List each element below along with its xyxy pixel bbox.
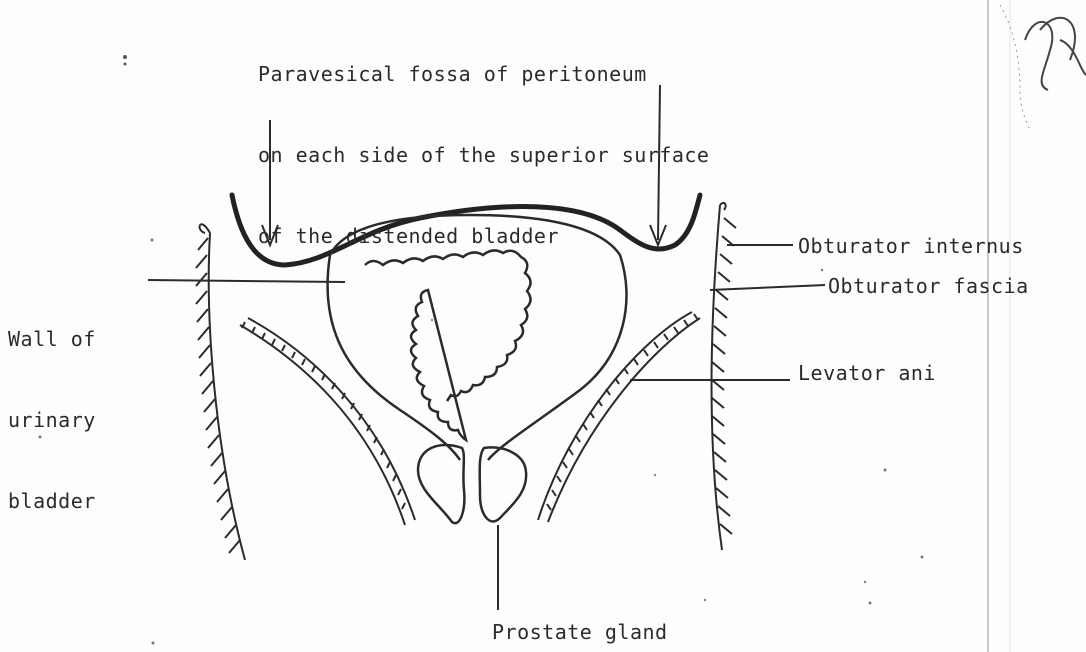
speck: [704, 599, 706, 601]
speck: [884, 469, 887, 472]
levator-ani-right: [538, 312, 700, 522]
obturator-internus-left: [196, 224, 245, 560]
speck: [869, 602, 872, 605]
leader-obturator-fascia: [710, 285, 825, 290]
label-line: urinary: [8, 407, 96, 434]
levator-ani-left: [240, 318, 415, 525]
label-prostate-gland: Prostate gland: [492, 619, 668, 646]
label-line: on each side of the superior surface: [258, 142, 709, 169]
obturator-internus-right: [712, 203, 736, 550]
speck: [864, 581, 866, 583]
speck: [124, 63, 127, 66]
label-line: Paravesical fossa of peritoneum: [258, 61, 709, 88]
label-line: Wall of: [8, 326, 96, 353]
prostate-right-lobe: [480, 447, 526, 521]
speck: [821, 269, 823, 271]
label-paravesical-fossa: Paravesical fossa of peritoneum on each …: [258, 7, 709, 304]
speck: [151, 239, 154, 242]
speck: [431, 319, 433, 321]
label-line: of the distended bladder: [258, 223, 709, 250]
speck: [123, 55, 127, 59]
label-obturator-internus: Obturator internus: [798, 233, 1024, 260]
speck: [921, 556, 924, 559]
label-obturator-fascia: Obturator fascia: [828, 273, 1029, 300]
label-wall-of-urinary-bladder: Wall of urinary bladder: [8, 272, 96, 569]
speck: [152, 642, 155, 645]
scribble-mark: [1025, 18, 1086, 90]
dotted-curve: [1000, 5, 1030, 130]
label-line: bladder: [8, 488, 96, 515]
label-levator-ani: Levator ani: [798, 360, 936, 387]
speck: [654, 474, 656, 476]
